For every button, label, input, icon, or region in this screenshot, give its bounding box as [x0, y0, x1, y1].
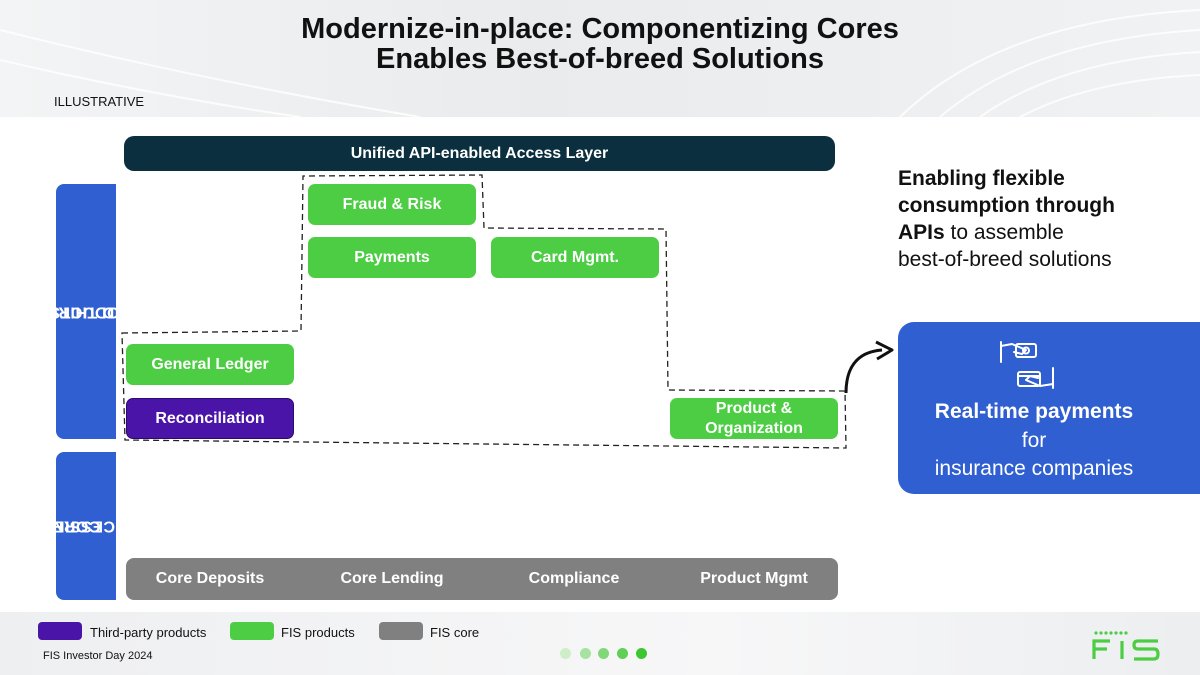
legend-swatch-fis-core: [379, 622, 423, 640]
realtime-title: Real-time payments: [934, 400, 1134, 423]
realtime-payments-card: Real-time payments for insurance compani…: [898, 322, 1200, 494]
title-line-2: Enables Best-of-breed Solutions: [376, 43, 824, 75]
page-title: Modernize-in-place: Componentizing Cores…: [150, 14, 1050, 74]
product-org-line-2: Organization: [705, 419, 803, 437]
core-side-label: CORE PROCESSING: [40, 452, 151, 600]
legend-swatch-third-party: [38, 622, 82, 640]
progress-dot-4: [617, 648, 628, 659]
card-mgmt-box: Card Mgmt.: [491, 237, 659, 278]
fis-logo: [1092, 631, 1160, 661]
enabling-line-3: to assemble: [944, 221, 1064, 244]
legend-label-fis-core: FIS core: [430, 625, 480, 640]
product-mgmt: Product Mgmt: [700, 570, 808, 587]
legend-label-fis-products: FIS products: [281, 625, 355, 640]
compliance: Compliance: [528, 570, 620, 587]
enabling-apis: APIs: [898, 221, 945, 244]
realtime-line-insurance: insurance companies: [934, 457, 1134, 480]
enabling-line-4: best-of-breed solutions: [898, 248, 1112, 271]
fraud-risk-box: Fraud & Risk: [308, 184, 476, 225]
general-ledger-box: General Ledger: [126, 344, 294, 385]
progress-dot-3: [598, 648, 609, 659]
enabling-line-2: consumption through: [898, 194, 1115, 217]
illustrative-tag: ILLUSTRATIVE: [54, 94, 145, 109]
core-processing-bar: Core Deposits Core Lending Compliance Pr…: [126, 558, 838, 600]
hand-card-payment-icon: [1000, 341, 1054, 389]
footer-event-label: FIS Investor Day 2024: [43, 650, 153, 662]
legend-swatch-fis-products: [230, 622, 274, 640]
product-org-line-1: Product &: [715, 399, 793, 417]
title-line-1: Modernize-in-place: Componentizing Cores: [301, 13, 899, 45]
footer-band: [0, 612, 1200, 675]
products-side-label: FIS AND THIRD-PARTY PRODUCTS: [0, 184, 169, 439]
progress-dot-1: [560, 648, 571, 659]
progress-dot-2: [580, 648, 591, 659]
access-layer-bar: Unified API-enabled Access Layer: [124, 136, 835, 171]
reconciliation-box: Reconciliation: [126, 398, 294, 439]
realtime-line-for: for: [1021, 429, 1047, 452]
enabling-description: Enabling flexible consumption through AP…: [898, 165, 1178, 273]
header-band: [0, 0, 1200, 117]
product-organization-box: Product & Organization: [670, 398, 838, 439]
core-lending: Core Lending: [340, 570, 444, 587]
progress-dot-5: [636, 648, 647, 659]
legend-label-third-party: Third-party products: [90, 625, 207, 640]
payments-box: Payments: [308, 237, 476, 278]
core-deposits: Core Deposits: [155, 570, 265, 587]
header-swirl-decoration: [0, 9, 1200, 117]
enabling-line-1: Enabling flexible: [898, 167, 1065, 190]
